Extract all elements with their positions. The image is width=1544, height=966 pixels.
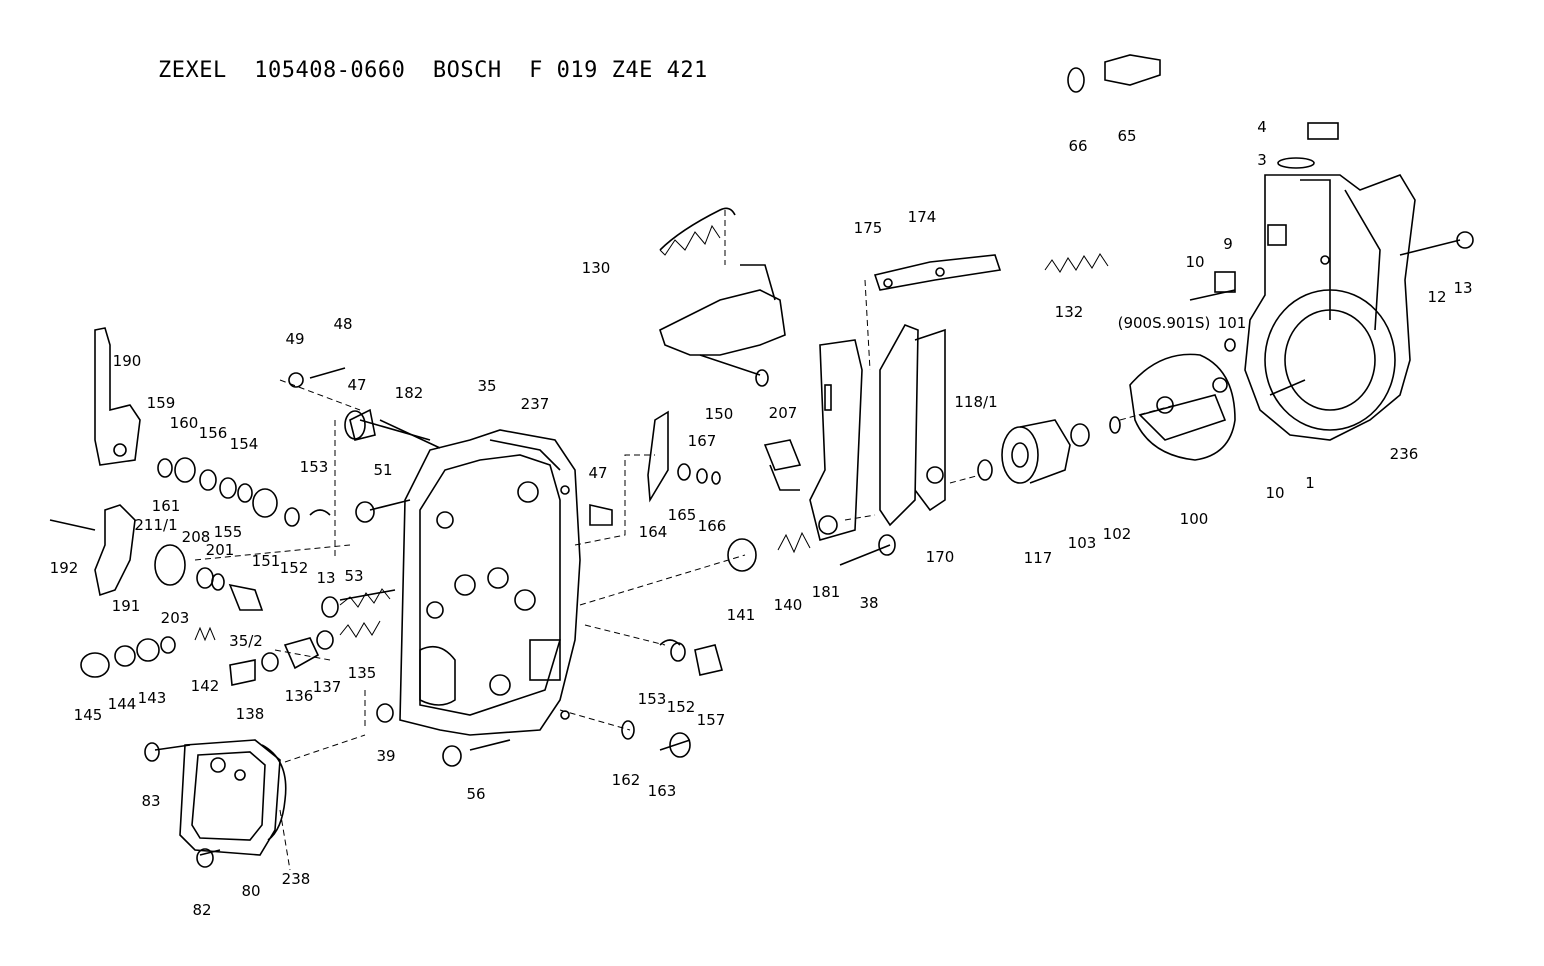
label-203: 203 (160, 609, 190, 627)
label-117: 117 (1023, 549, 1053, 567)
label-201: 201 (205, 541, 235, 559)
label-10-b: 10 (1265, 484, 1285, 502)
label-159: 159 (146, 394, 176, 412)
label-3: 3 (1257, 151, 1267, 169)
label-211-1: 211/1 (134, 516, 178, 534)
label-49: 49 (285, 330, 305, 348)
label-163: 163 (647, 782, 677, 800)
label-141: 141 (726, 606, 756, 624)
label-101: 101 (1217, 314, 1247, 332)
label-65: 65 (1117, 127, 1137, 145)
label-48: 48 (333, 315, 353, 333)
label-38: 38 (859, 594, 879, 612)
label-151: 151 (251, 552, 281, 570)
governor-housing (399, 429, 581, 736)
label-4: 4 (1257, 118, 1267, 136)
sleeve (977, 416, 1121, 484)
label-167: 167 (687, 432, 717, 450)
label-207: 207 (768, 404, 798, 422)
label-150: 150 (704, 405, 734, 423)
label-236: 236 (1389, 445, 1419, 463)
label-192: 192 (49, 559, 79, 577)
label-35-2: 35/2 (229, 632, 263, 650)
label-190: 190 (112, 352, 142, 370)
label-162: 162 (611, 771, 641, 789)
label-175: 175 (853, 219, 883, 237)
diagram-title: ZEXEL 105408-0660 BOSCH F 019 Z4E 421 (158, 58, 708, 83)
adjusting-parts (80, 338, 1236, 686)
label-13-right: 13 (1453, 279, 1473, 297)
label-156: 156 (198, 424, 228, 442)
tension-lever (659, 207, 786, 387)
label-13-left: 13 (316, 569, 336, 587)
pump-housing (1244, 174, 1416, 441)
label-102: 102 (1102, 525, 1132, 543)
label-136: 136 (284, 687, 314, 705)
label-56: 56 (466, 785, 486, 803)
label-174: 174 (907, 208, 937, 226)
label-165: 165 (667, 506, 697, 524)
label-140: 140 (773, 596, 803, 614)
label-152-b: 152 (666, 698, 696, 716)
label-142: 142 (190, 677, 220, 695)
label-160: 160 (169, 414, 199, 432)
label-191: 191 (111, 597, 141, 615)
label-137: 137 (312, 678, 342, 696)
label-39: 39 (376, 747, 396, 765)
label-900s-901s: (900S.901S) (1117, 314, 1211, 332)
label-103: 103 (1067, 534, 1097, 552)
label-238: 238 (281, 870, 311, 888)
label-153-b: 153 (637, 690, 667, 708)
label-35: 35 (477, 377, 497, 395)
label-154: 154 (229, 435, 259, 453)
label-182: 182 (394, 384, 424, 402)
label-237: 237 (520, 395, 550, 413)
assembly-lines (194, 210, 1176, 871)
label-208: 208 (181, 528, 211, 546)
link-and-spring (873, 253, 1109, 291)
label-132: 132 (1054, 303, 1084, 321)
label-100: 100 (1179, 510, 1209, 528)
label-138: 138 (235, 705, 265, 723)
label-170: 170 (925, 548, 955, 566)
label-145: 145 (73, 706, 103, 724)
label-157: 157 (696, 711, 726, 729)
label-118-1: 118/1 (954, 393, 998, 411)
label-51: 51 (373, 461, 393, 479)
label-152-a: 152 (279, 559, 309, 577)
cover-plate (179, 739, 287, 856)
label-83: 83 (141, 792, 161, 810)
label-155: 155 (213, 523, 243, 541)
label-47-a: 47 (347, 376, 367, 394)
label-164: 164 (638, 523, 668, 541)
label-181: 181 (811, 583, 841, 601)
label-166: 166 (697, 517, 727, 535)
label-153-a: 153 (299, 458, 329, 476)
label-161: 161 (151, 497, 181, 515)
control-levers (809, 324, 946, 541)
label-82: 82 (192, 901, 212, 919)
label-53: 53 (344, 567, 364, 585)
label-80: 80 (241, 882, 261, 900)
label-10-a: 10 (1185, 253, 1205, 271)
label-1: 1 (1305, 474, 1315, 492)
fasteners (144, 54, 1474, 868)
flyweight-assembly (1129, 353, 1236, 461)
label-47-b: 47 (588, 464, 608, 482)
label-144: 144 (107, 695, 137, 713)
label-66: 66 (1068, 137, 1088, 155)
label-143: 143 (137, 689, 167, 707)
label-12: 12 (1427, 288, 1447, 306)
label-135: 135 (347, 664, 377, 682)
label-130: 130 (581, 259, 611, 277)
label-9: 9 (1223, 235, 1233, 253)
stop-lever (49, 327, 141, 597)
